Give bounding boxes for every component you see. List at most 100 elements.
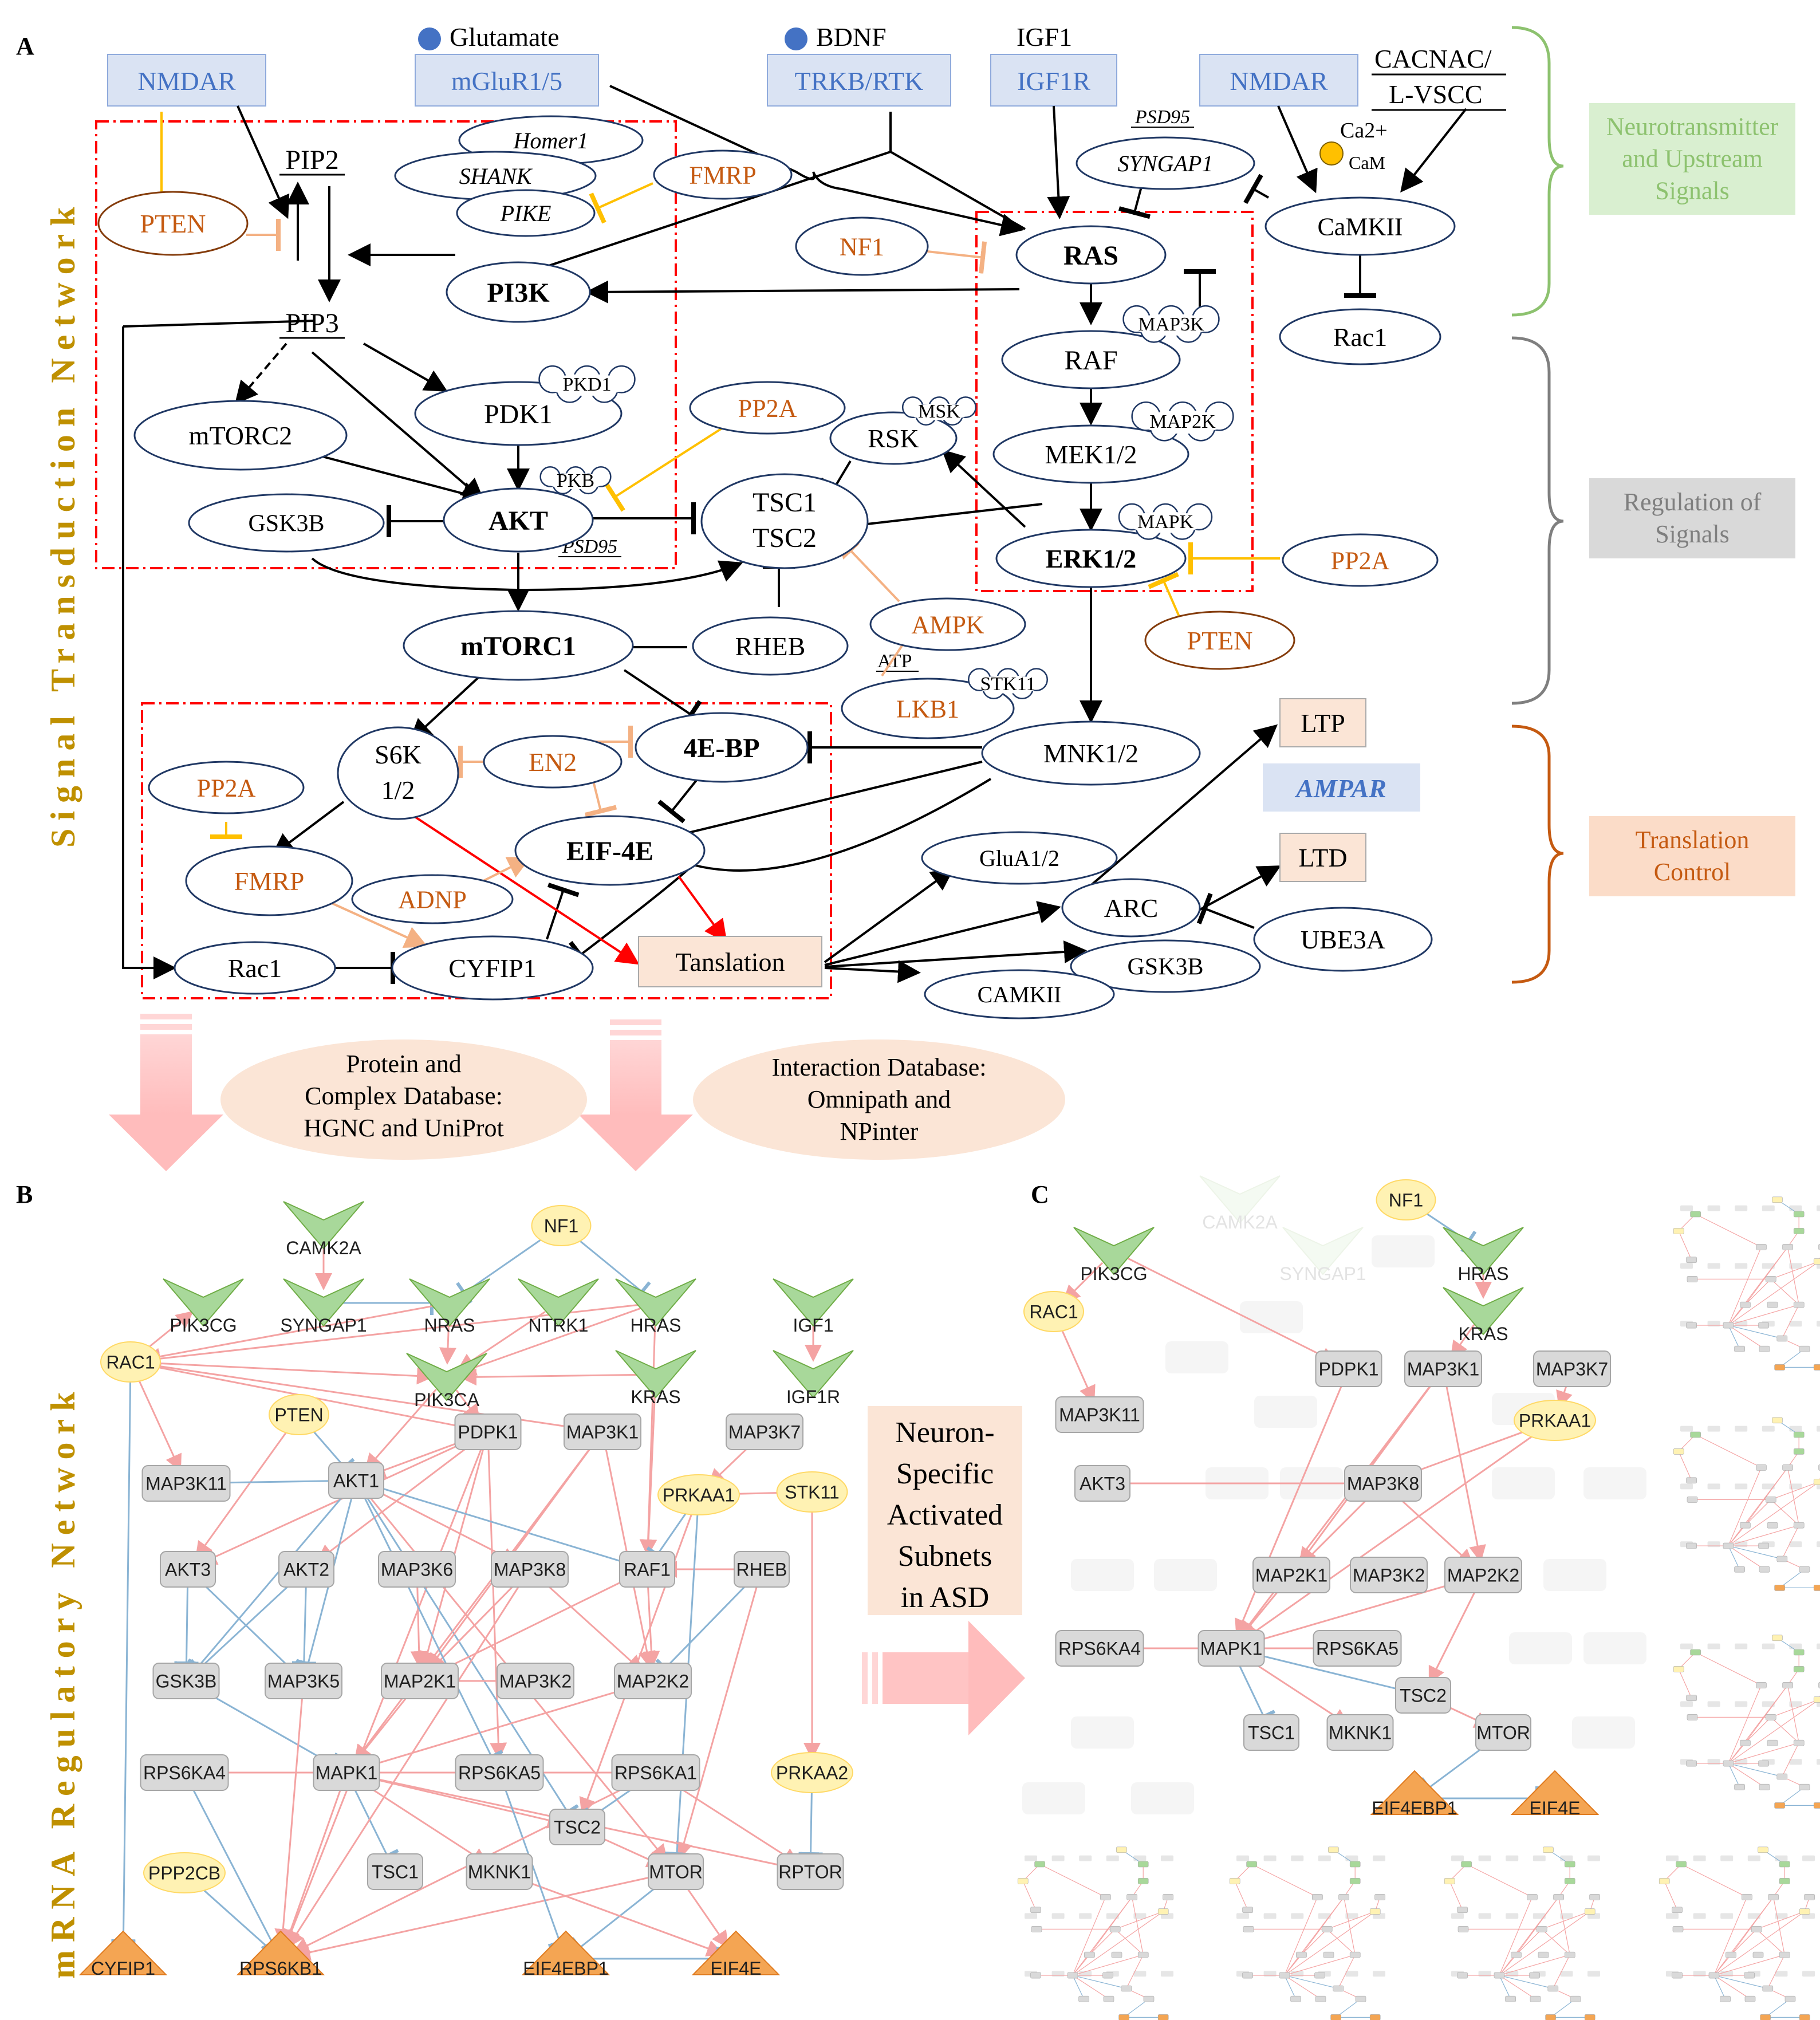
- thumb-ghost-box: [1762, 1643, 1775, 1649]
- thumb-node: [1686, 1695, 1697, 1702]
- thumb-node: [1461, 1861, 1472, 1868]
- thumb-edge: [1124, 1998, 1149, 2018]
- thumb-edge: [1126, 1954, 1144, 1989]
- b-node-cyfip1: CYFIP1: [78, 1930, 168, 1979]
- thumb-edge: [1728, 1545, 1782, 1560]
- thumb-node: [1752, 1951, 1764, 1958]
- b-node-map3k8: MAP3K8: [491, 1551, 569, 1588]
- thumb-ghost-box: [1161, 1971, 1173, 1977]
- thumb-node: [1776, 1335, 1788, 1342]
- ca-dot: [1319, 141, 1344, 166]
- thumb-ghost-box: [1802, 1971, 1815, 1977]
- c-node-tsc2: TSC2: [1395, 1677, 1451, 1714]
- b-node-pik3cg: PIK3CG: [163, 1278, 244, 1336]
- c-ghost-box: [1492, 1467, 1555, 1499]
- thumb-node: [1744, 1972, 1755, 1979]
- thumb-node: [1078, 1995, 1089, 2002]
- node-shank-label: SHANK: [459, 163, 533, 189]
- thumb-edge: [1072, 1975, 1126, 1989]
- b-node-tsc2-label: TSC2: [554, 1817, 601, 1838]
- thumb-node: [1444, 1878, 1455, 1884]
- b-node-rac1-label: RAC1: [106, 1352, 155, 1373]
- thumb-node: [1799, 1345, 1810, 1352]
- node-mtorc1-label: mTORC1: [460, 631, 576, 661]
- node-gsk3b2: GSK3B: [1070, 939, 1261, 993]
- thumb-node: [1784, 1995, 1796, 2002]
- thumb-node: [1726, 1951, 1736, 1958]
- thumb-node: [1723, 1322, 1734, 1329]
- ltp-label: LTP: [1301, 708, 1345, 738]
- thumb-edge: [1779, 1348, 1805, 1368]
- thumb-node: [1564, 1951, 1575, 1958]
- thumb-node: [1530, 1995, 1541, 2002]
- c-ghost-box: [1165, 1341, 1228, 1373]
- b-node-prkaa2: PRKAA2: [771, 1752, 853, 1793]
- thumb-node: [1758, 1542, 1769, 1549]
- thumb-edge: [1728, 1763, 1740, 1787]
- thumb-edge: [1713, 1954, 1785, 1976]
- thumb-edge: [1072, 1954, 1090, 1976]
- thumb-node: [1457, 1907, 1468, 1913]
- c-node-tsc1: TSC1: [1243, 1714, 1299, 1751]
- thumb-node: [1758, 1322, 1769, 1329]
- node-pten1-label: PTEN: [140, 209, 206, 238]
- thumb-edge: [1695, 1434, 1762, 1468]
- thumb-node: [1776, 1773, 1788, 1780]
- c-node-eif4e-label: EIF4E: [1530, 1798, 1581, 1818]
- thumb-ghost-box: [1666, 1855, 1679, 1861]
- thumb-edge: [1756, 1928, 1785, 1955]
- b-node-ntrk1-label: NTRK1: [529, 1315, 589, 1336]
- node-gsk3b2-label: GSK3B: [1127, 954, 1203, 981]
- thumb-edge: [1765, 1998, 1791, 2018]
- thumb-edge: [1779, 1786, 1805, 1806]
- node-pp2a3-label: PP2A: [197, 774, 256, 802]
- thumb-ghost-box: [1236, 1855, 1249, 1861]
- thumb-ghost-box: [1693, 1855, 1706, 1861]
- thumb-node: [1793, 1301, 1805, 1308]
- thumb-ghost-box: [1560, 1855, 1573, 1861]
- thumb-edge: [1782, 1304, 1799, 1339]
- node-mek-label: MEK1/2: [1045, 440, 1137, 469]
- b-node-rps6ka4: RPS6KA4: [140, 1754, 229, 1791]
- thumb-node: [1768, 1894, 1779, 1900]
- thumb-node: [1799, 1566, 1810, 1573]
- thumb-node: [1759, 1345, 1770, 1352]
- thumb-node: [1672, 1907, 1683, 1913]
- thumb-node: [1527, 1894, 1538, 1900]
- thumb-edge: [1251, 1864, 1318, 1897]
- thumb-node: [1457, 1972, 1468, 1979]
- thumb-node: [1765, 1276, 1776, 1282]
- thumb-edge: [1072, 1975, 1109, 1999]
- thumb-ghost-box: [1133, 1855, 1147, 1861]
- cloud-map3k: MAP3K: [1122, 305, 1220, 343]
- b-node-map3k6-label: MAP3K6: [381, 1560, 453, 1580]
- thumb-ghost-box: [1680, 1483, 1693, 1490]
- thumb-edge: [1550, 1998, 1576, 2018]
- node-rsk-label: RSK: [868, 424, 919, 453]
- node-homer1-label: Homer1: [513, 128, 588, 153]
- thumb-edge: [1728, 1325, 1782, 1339]
- thumb-edge: [1499, 1954, 1516, 1976]
- thumb-ghost-box: [1789, 1205, 1802, 1211]
- thumb-ghost-box: [1762, 1205, 1775, 1211]
- node-mnk: MNK1/2: [981, 720, 1201, 786]
- thumb-node: [1143, 1995, 1155, 2002]
- thumb-ghost-box: [1263, 1971, 1277, 1977]
- thumb-ghost-box: [1693, 1913, 1706, 1919]
- thumb-edge: [1326, 1911, 1376, 1930]
- node-camkii1-label: CaMKII: [1317, 212, 1403, 241]
- thumb-ghost-box: [1707, 1483, 1720, 1490]
- thumb-edge: [1713, 1897, 1747, 1976]
- pip3-label: PIP3: [285, 308, 338, 338]
- b-node-nras-label: NRAS: [424, 1315, 475, 1336]
- thumb-node: [1137, 1861, 1149, 1868]
- thumb-edge: [1499, 1975, 1553, 1989]
- node-ampk: AMPK: [869, 597, 1026, 651]
- thumb-node: [1774, 1364, 1785, 1371]
- b-node-gsk3b: GSK3B: [152, 1663, 220, 1699]
- b-node-pik3cg-label: PIK3CG: [170, 1315, 237, 1336]
